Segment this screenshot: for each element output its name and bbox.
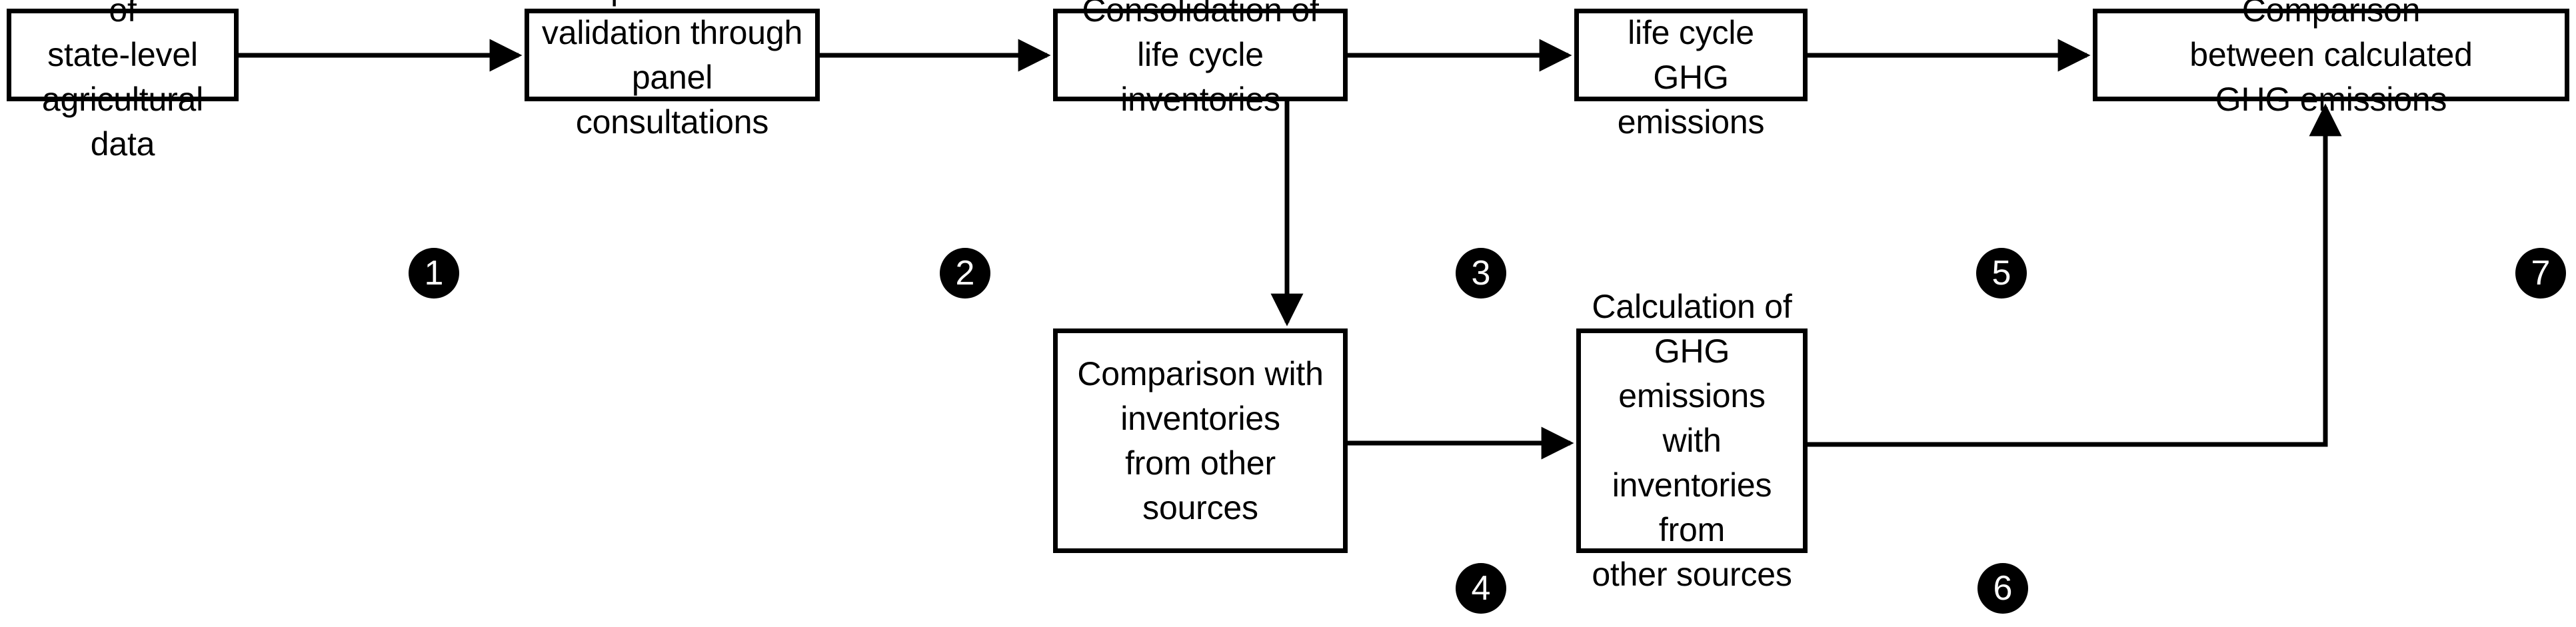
step-badge-number: 1 (424, 254, 444, 293)
process-node-compilation[interactable]: Compilation of state-level agricultural … (7, 0, 239, 163)
step-badge-number: 3 (1471, 254, 1491, 293)
step-badge-number: 4 (1471, 569, 1491, 608)
node-label: Comparison between calculated GHG emissi… (2189, 0, 2473, 118)
process-node-calculation-other-sources[interactable]: Calculation of GHG emissions with invent… (1576, 288, 1808, 593)
process-node-calculation-lifecycle-ghg[interactable]: Calculation of life cycle GHG emissions (1574, 0, 1808, 141)
step-badge-2: 2 (940, 248, 990, 299)
step-badge-3: 3 (1456, 248, 1506, 299)
node-label: Comparison with inventories from other s… (1077, 354, 1324, 526)
step-badge-5: 5 (1976, 248, 2027, 299)
node-label: Update and validation through panel cons… (541, 0, 803, 141)
process-node-comparison-calculated[interactable]: Comparison between calculated GHG emissi… (2093, 0, 2569, 118)
step-badge-7: 7 (2515, 248, 2566, 299)
process-node-update-validation[interactable]: Update and validation through panel cons… (525, 0, 820, 141)
connector-6-to-7 (1808, 103, 2342, 447)
step-badge-number: 2 (955, 254, 975, 293)
step-badge-number: 6 (1993, 569, 2013, 608)
step-badge-number: 5 (1991, 254, 2011, 293)
node-label: Compilation of state-level agricultural … (41, 0, 204, 163)
node-label: Calculation of life cycle GHG emissions (1591, 0, 1791, 141)
process-node-consolidation[interactable]: Consolidation of life cycle inventories (1053, 0, 1348, 118)
node-label: Calculation of GHG emissions with invent… (1592, 288, 1792, 593)
process-node-comparison-inventories[interactable]: Comparison with inventories from other s… (1053, 328, 1348, 553)
step-badge-number: 7 (2531, 254, 2551, 293)
step-badge-1: 1 (409, 248, 459, 299)
node-label: Consolidation of life cycle inventories (1082, 0, 1319, 118)
step-badge-6: 6 (1977, 563, 2028, 614)
step-badge-4: 4 (1456, 563, 1506, 614)
